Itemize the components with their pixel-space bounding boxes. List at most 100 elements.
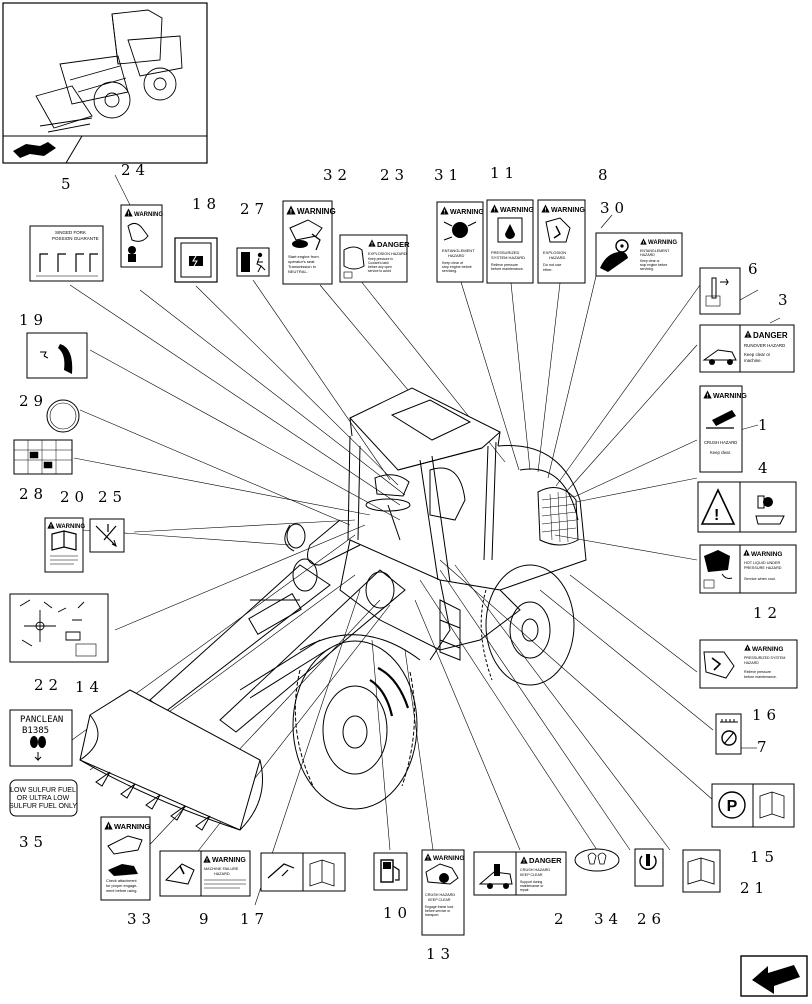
svg-text:NEUTRAL.: NEUTRAL. xyxy=(288,269,308,274)
callout-17: 17 xyxy=(240,910,269,928)
svg-text:Keep pressure in: Keep pressure in xyxy=(368,257,393,261)
svg-text:DANGER: DANGER xyxy=(377,240,410,249)
decal-4: ! xyxy=(697,481,797,533)
svg-text:WARNING: WARNING xyxy=(212,857,246,864)
decal-23-danger: DANGER EXPLOSION HAZARD Keep pressure in… xyxy=(339,234,410,283)
callout-20: 20 xyxy=(60,488,89,506)
svg-text:SYSTEM HAZARD: SYSTEM HAZARD xyxy=(491,255,525,260)
decal-35-fuel: LOW SULFUR FUEL OR ULTRA LOW SULFUR FUEL… xyxy=(9,779,78,817)
decal-6 xyxy=(699,267,741,315)
callout-34: 34 xyxy=(594,910,623,928)
svg-text:WARNING: WARNING xyxy=(551,207,585,214)
svg-text:WARNING: WARNING xyxy=(433,855,464,862)
decal-29-round xyxy=(46,399,80,433)
svg-text:repair.: repair. xyxy=(520,888,530,892)
svg-text:before service or: before service or xyxy=(425,909,451,913)
svg-text:POSSION GUARANTE: POSSION GUARANTE xyxy=(52,236,99,241)
svg-text:for proper engage-: for proper engage- xyxy=(106,884,138,888)
svg-text:WARNING: WARNING xyxy=(134,212,163,218)
decal-26 xyxy=(634,848,664,887)
decal-13-warning: WARNING CRUSH HAZARD KEEP CLEAR Engage f… xyxy=(421,849,465,936)
svg-text:PRESSURIZED: PRESSURIZED xyxy=(491,250,520,255)
svg-text:stop engine before: stop engine before xyxy=(442,265,472,269)
decal-5-fork-chart: SINGED FORK POSSION GUARANTE xyxy=(29,225,104,282)
svg-text:RUNOVER HAZARD: RUNOVER HAZARD xyxy=(744,343,785,348)
page-flip-icon[interactable] xyxy=(13,142,56,158)
next-page-arrow-icon[interactable] xyxy=(740,955,808,997)
svg-text:SULFUR FUEL ONLY: SULFUR FUEL ONLY xyxy=(9,803,77,810)
svg-text:HAZARD: HAZARD xyxy=(640,253,655,257)
callout-18: 18 xyxy=(192,195,221,213)
svg-text:Relieve pressure: Relieve pressure xyxy=(744,670,771,674)
svg-text:Coolant's tank: Coolant's tank xyxy=(368,261,389,265)
callout-29: 29 xyxy=(19,392,48,410)
decal-34 xyxy=(574,848,620,872)
svg-text:WARNING: WARNING xyxy=(752,646,783,653)
callout-8: 8 xyxy=(598,166,613,184)
svg-text:before maintenance.: before maintenance. xyxy=(744,675,777,679)
decal-22: PANCLEAN B1385 xyxy=(9,709,73,767)
svg-text:KEEP CLEAR: KEEP CLEAR xyxy=(428,898,451,902)
svg-text:machine.: machine. xyxy=(744,358,762,363)
callout-32: 32 xyxy=(323,166,352,184)
svg-text:MACHINE FAILURE: MACHINE FAILURE xyxy=(204,867,239,871)
decal-28-chart xyxy=(13,439,73,475)
decal-33-warning: WARNING Check attachment for proper enga… xyxy=(100,816,151,901)
svg-text:EXPLOSION HAZARD: EXPLOSION HAZARD xyxy=(368,252,407,256)
decal-1-warning: WARNING CRUSH HAZARD Keep clear. xyxy=(699,385,747,473)
decal-27-exit xyxy=(236,247,270,277)
svg-text:service to avoid: service to avoid xyxy=(368,269,391,273)
decal-32-warning: WARNING Start engine from operator's sea… xyxy=(282,200,336,285)
callout-25: 25 xyxy=(98,488,127,506)
svg-text:Keep clear or: Keep clear or xyxy=(744,352,771,357)
wheel-loader-drawing xyxy=(79,387,587,831)
callout-4: 4 xyxy=(758,459,773,477)
svg-text:WARNING: WARNING xyxy=(450,209,484,216)
decal-30-warning: WARNING ENTANGLEMENT HAZARD Keep clear o… xyxy=(595,232,683,277)
callout-3: 3 xyxy=(778,291,793,309)
svg-text:operator's seat.: operator's seat. xyxy=(288,259,315,264)
svg-text:WARNING: WARNING xyxy=(751,551,782,558)
svg-text:WARNING: WARNING xyxy=(297,207,336,216)
svg-text:servicing.: servicing. xyxy=(640,267,654,271)
decal-18 xyxy=(174,237,218,283)
callout-35: 35 xyxy=(19,833,48,851)
svg-text:ENTANGLEMENT: ENTANGLEMENT xyxy=(442,248,475,253)
svg-text:Support during: Support during xyxy=(520,880,542,884)
callout-30: 30 xyxy=(600,199,629,217)
svg-text:servicing.: servicing. xyxy=(442,269,457,273)
svg-text:PRESSURIZED SYSTEM: PRESSURIZED SYSTEM xyxy=(744,656,785,660)
svg-text:Transmission in: Transmission in xyxy=(288,264,316,269)
svg-text:Keep clear of: Keep clear of xyxy=(442,261,463,265)
svg-text:HAZARD: HAZARD xyxy=(448,253,465,258)
svg-text:DANGER: DANGER xyxy=(529,856,562,865)
callout-9: 9 xyxy=(199,910,214,928)
svg-text:HAZARD: HAZARD xyxy=(549,255,566,260)
decal-17 xyxy=(260,852,346,892)
callout-16: 16 xyxy=(752,706,781,724)
svg-text:KEEP CLEAR: KEEP CLEAR xyxy=(520,873,543,877)
callout-numbers: 5 24 18 27 32 23 31 11 8 30 6 3 19 1 29 … xyxy=(19,161,793,963)
decal-2-danger: DANGER CRUSH HAZARD KEEP CLEAR Support d… xyxy=(473,851,567,896)
svg-text:maintenance or: maintenance or xyxy=(520,884,544,888)
callout-19: 19 xyxy=(19,311,48,329)
decal-21-manual xyxy=(682,849,721,893)
decal-7 xyxy=(715,713,742,755)
callout-23: 23 xyxy=(380,166,409,184)
callout-2: 2 xyxy=(554,910,569,928)
svg-text:EXPLOSION: EXPLOSION xyxy=(543,250,566,255)
svg-text:SINGED FORK: SINGED FORK xyxy=(55,230,86,235)
svg-text:Keep clear.: Keep clear. xyxy=(710,450,731,455)
decal-12-warning: WARNING HOT LIQUID UNDER PRESSURE HAZARD… xyxy=(699,544,797,594)
decal-22-text-2: B1385 xyxy=(22,726,49,736)
callout-28: 28 xyxy=(19,485,48,503)
decal-19 xyxy=(26,332,88,379)
svg-text:ment before using.: ment before using. xyxy=(106,889,137,893)
decal-10-fuel xyxy=(373,852,408,891)
callout-33: 33 xyxy=(127,910,156,928)
callout-26: 26 xyxy=(637,910,666,928)
svg-text:PRESSURE HAZARD: PRESSURE HAZARD xyxy=(744,566,782,570)
svg-text:Start engine from: Start engine from xyxy=(288,254,319,259)
svg-text:Do not use: Do not use xyxy=(543,263,561,267)
